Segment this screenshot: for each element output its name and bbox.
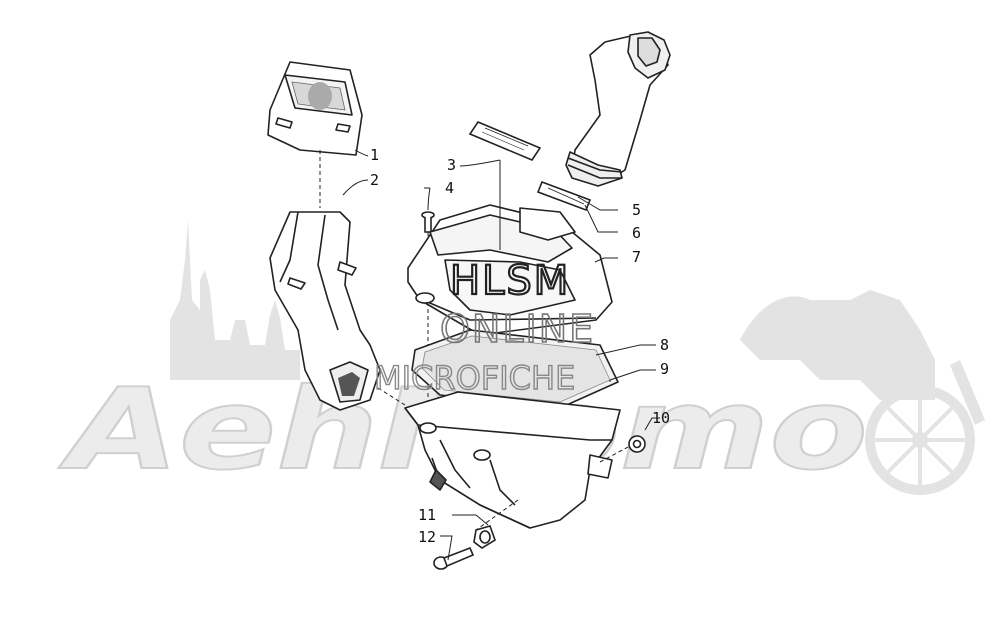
part-10-nut — [628, 435, 646, 453]
part-7-airbox-cover — [407, 204, 613, 336]
callout-3: 3 — [447, 156, 457, 174]
part-2-intake-duct — [269, 211, 381, 411]
callout-2: 2 — [370, 171, 380, 189]
part-6-clamp — [536, 180, 592, 212]
callout-7: 7 — [632, 248, 642, 266]
callout-9: 9 — [660, 360, 670, 378]
watermark-line3: MICROFICHE — [374, 359, 575, 397]
callout-11: 11 — [418, 506, 437, 524]
watermark-line2: ONLINE — [440, 307, 595, 351]
part-11-grommet — [473, 525, 496, 549]
watermark-line1: HLSM — [450, 258, 570, 304]
callout-5: 5 — [632, 201, 642, 219]
callout-10: 10 — [652, 409, 671, 427]
callout-8: 8 — [660, 336, 670, 354]
part-5-intake-boot — [565, 31, 671, 187]
leader-lines — [319, 149, 660, 561]
part-8-filter-element — [411, 329, 619, 409]
callout-6: 6 — [632, 224, 642, 242]
callout-4: 4 — [445, 179, 455, 197]
part-3-label — [468, 121, 542, 161]
callout-1: 1 — [370, 146, 380, 164]
part-1-filter-cap — [267, 61, 363, 156]
watermark-background — [170, 220, 985, 495]
airbox-base — [404, 391, 621, 529]
part-4-screw — [421, 211, 435, 425]
callout-12: 12 — [418, 528, 437, 546]
part-12-bolt — [433, 546, 475, 570]
